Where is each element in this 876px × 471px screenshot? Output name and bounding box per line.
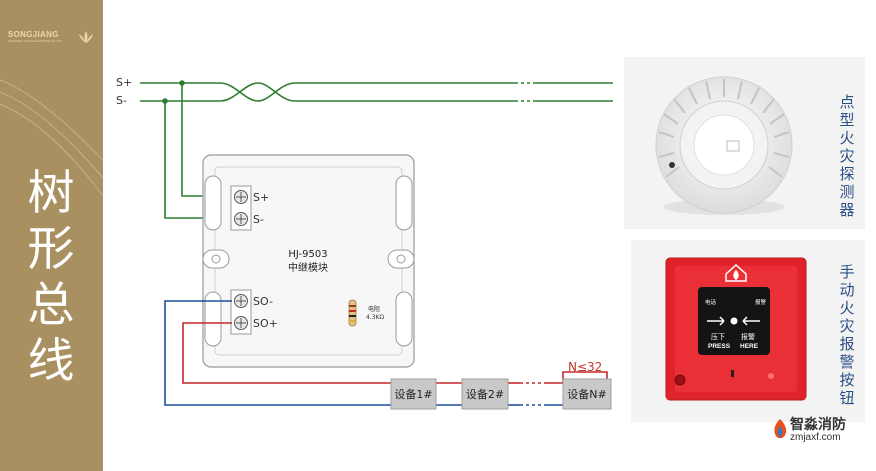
call-point-image: 电话 报警 压下 报警 PRESS HERE [665, 257, 807, 401]
device-box-n [562, 378, 612, 410]
module-output-pos-label: SO+ [253, 317, 278, 330]
sidebar-decoration [0, 79, 103, 197]
logo-subtitle: SONGJIANG YUNAN ELECTRONIC CO.,LTD [8, 40, 62, 43]
wiring-diagram: S+ S- S+ S- SO- SO [116, 76, 613, 410]
screw-terminals [234, 190, 248, 330]
device-n-label: 设备N# [567, 387, 606, 401]
detector-label: 点型火灾探测器 [839, 93, 855, 219]
output-loop-pos [182, 322, 608, 384]
bus-junction-pos [179, 80, 185, 86]
device-1-label: 设备1# [394, 387, 432, 401]
device-box-1 [390, 378, 437, 410]
bus-pos-label: S+ [116, 76, 132, 89]
relay-module [202, 154, 415, 368]
call-point-label: 手动火灾报警按钮 [839, 263, 855, 407]
page-title: 树形总线 [27, 166, 75, 389]
company-logo: SONGJIANG SONGJIANG YUNAN ELECTRONIC CO.… [8, 30, 100, 43]
device-2-label: 设备2# [466, 387, 504, 401]
module-name: 中继模块 [288, 261, 328, 274]
bus-junction-neg [162, 98, 168, 104]
call-point-alarm: 报警 [755, 298, 767, 306]
brand-logo-icon [774, 419, 787, 439]
brand-watermark: 智淼消防 zmjaxf.com [770, 414, 870, 444]
bus-neg-label: S- [116, 94, 127, 107]
module-input-pos-label: S+ [253, 191, 269, 204]
resistor-value: 4.3KΩ [366, 314, 384, 321]
brand-url: zmjaxf.com [790, 432, 841, 443]
module-input-neg-label: S- [253, 213, 264, 226]
call-point-here-en: HERE [740, 343, 759, 350]
module-output-neg-label: SO- [253, 295, 273, 308]
brand-name: 智淼消防 [790, 417, 846, 433]
smoke-detector-image [655, 76, 793, 215]
logo-name: SONGJIANG [8, 30, 59, 39]
call-point-tel: 电话 [705, 298, 717, 306]
call-point-photo-panel: 电话 报警 压下 报警 PRESS HERE [631, 240, 865, 422]
call-point-here-cn: 报警 [741, 332, 755, 341]
resistor-icon [348, 299, 357, 327]
detector-photo-panel [624, 57, 865, 229]
resistor-label: 电阻 [368, 305, 380, 313]
output-loop-neg [164, 300, 563, 406]
lotus-icon [79, 31, 93, 43]
module-model: HJ-9503 [288, 249, 327, 260]
sidebar: SONGJIANG SONGJIANG YUNAN ELECTRONIC CO.… [0, 0, 103, 471]
fire-house-icon [725, 263, 747, 282]
call-point-press-en: PRESS [708, 343, 731, 350]
call-point-press-cn: 压下 [711, 333, 725, 341]
device-limit-label: N≤32 [568, 360, 602, 374]
device-box-2 [461, 378, 509, 410]
